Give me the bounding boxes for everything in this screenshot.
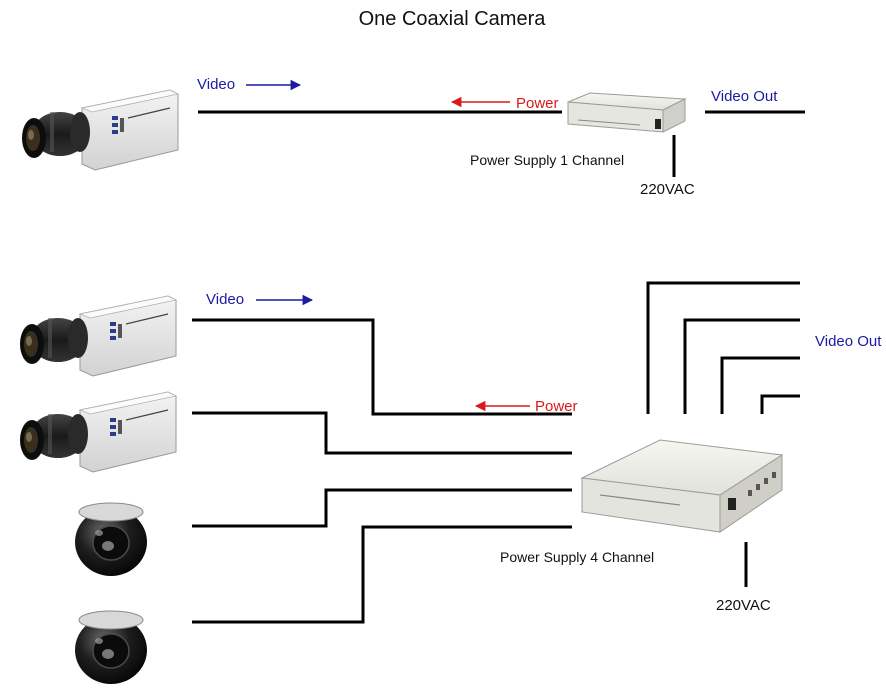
ac-label-bottom: 220VAC	[716, 597, 771, 614]
video-out-label-bottom: Video Out	[815, 333, 882, 350]
coax-cable-3	[192, 488, 572, 528]
box-camera-icon	[21, 89, 179, 171]
video-out-cable-1	[646, 281, 800, 414]
device-label-bottom: Power Supply 4 Channel	[500, 549, 654, 565]
power-supply-4ch-icon	[580, 439, 784, 533]
coax-cable-1	[192, 318, 572, 416]
coax-cable-2	[192, 411, 572, 455]
video-label-bottom: Video	[206, 291, 244, 308]
box-camera-icon	[19, 295, 177, 377]
dome-camera-icon	[74, 610, 148, 685]
diagram-title: One Coaxial Camera	[359, 8, 547, 30]
power-label-top: Power	[516, 95, 559, 112]
video-out-label-top: Video Out	[711, 88, 778, 105]
video-out-cable-3	[720, 356, 800, 414]
box-camera-icon	[19, 391, 177, 473]
dome-camera-icon	[74, 502, 148, 577]
power-label-bottom: Power	[535, 398, 578, 415]
ac-label-top: 220VAC	[640, 181, 695, 198]
video-label-top: Video	[197, 76, 235, 93]
video-out-cable-2	[683, 318, 800, 414]
coax-cable-4	[192, 525, 572, 624]
video-out-cable-4	[760, 394, 800, 414]
device-label-top: Power Supply 1 Channel	[470, 152, 624, 168]
power-supply-1ch-icon	[567, 92, 687, 133]
